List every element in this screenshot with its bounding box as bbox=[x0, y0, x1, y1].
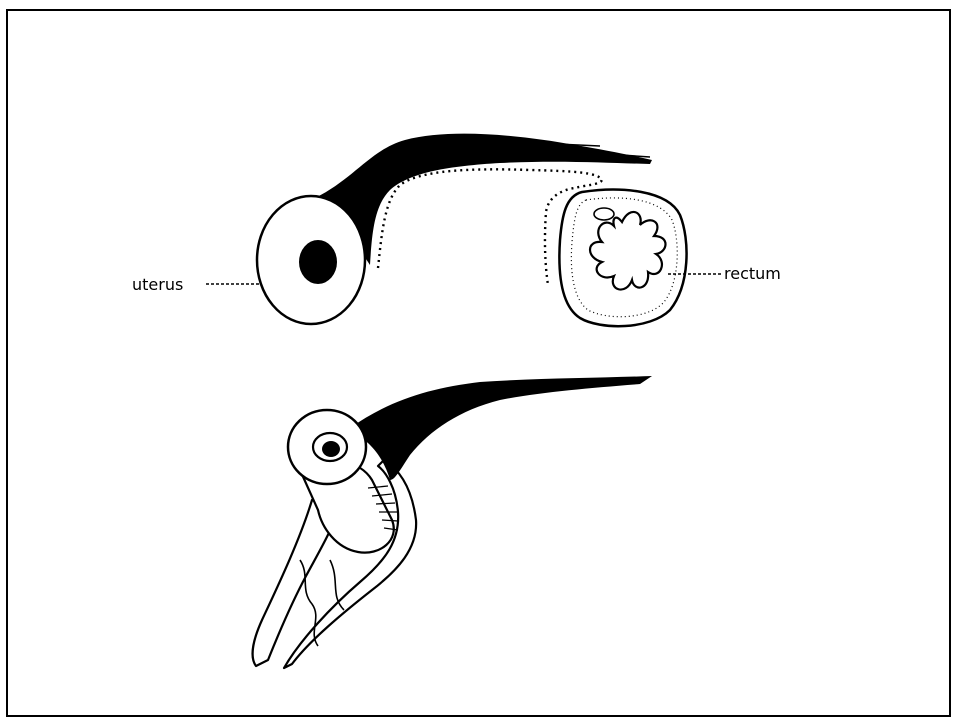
stump-lumen bbox=[322, 441, 340, 457]
lower-ligament-band bbox=[350, 376, 652, 480]
uterus-label: uterus bbox=[132, 275, 183, 294]
rectum-label: rectum bbox=[724, 264, 781, 283]
uterus-lumen bbox=[299, 240, 337, 284]
